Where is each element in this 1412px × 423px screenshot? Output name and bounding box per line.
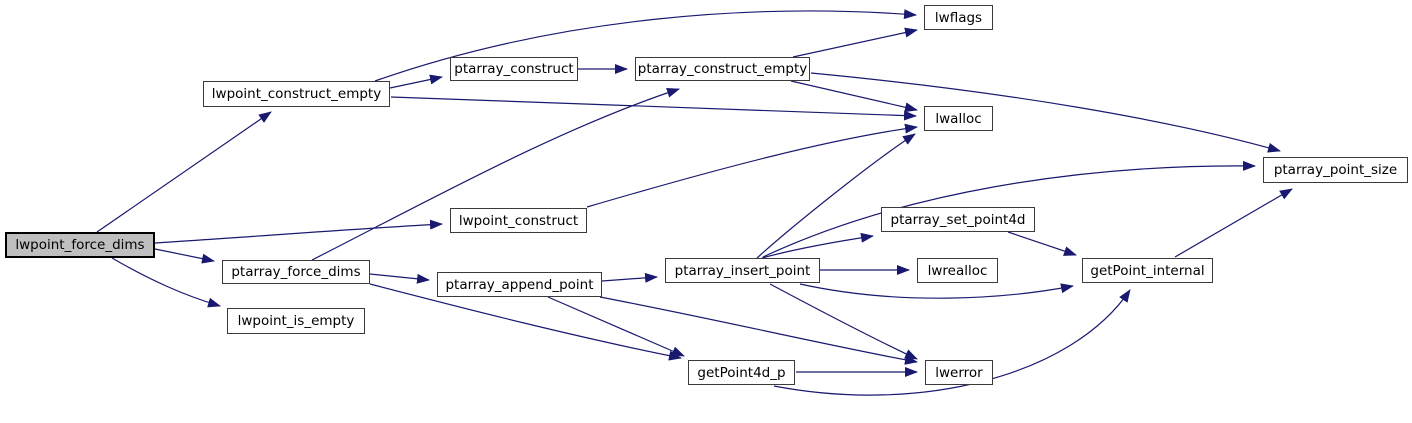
edge-lwpoint_force_dims-to-lwpoint_construct: [154, 219, 443, 244]
edge-ptarray_force_dims-to-ptarray_append_point: [369, 273, 430, 284]
edge-lwpoint_force_dims-to-lwpoint_is_empty: [111, 257, 221, 308]
node-getPoint4d-p[interactable]: getPoint4d_p: [688, 360, 795, 385]
edge-lwpoint_construct_empty-to-ptarray_construct: [389, 74, 443, 89]
edge-ptarray_insert_point-to-ptarray_point_size: [762, 160, 1256, 258]
edge-ptarray_set_point4d-to-getPoint_internal: [1007, 231, 1077, 256]
node-lwpoint-force-dims: lwpoint_force_dims: [5, 232, 155, 258]
edge-ptarray_insert_point-to-lwalloc: [756, 133, 916, 259]
node-lwpoint-is-empty[interactable]: lwpoint_is_empty: [227, 308, 365, 334]
node-ptarray-construct[interactable]: ptarray_construct: [450, 57, 578, 81]
edge-ptarray_append_point-to-lwerror: [599, 296, 918, 365]
node-ptarray-append-point[interactable]: ptarray_append_point: [437, 272, 602, 297]
edge-ptarray_append_point-to-ptarray_insert_point: [601, 272, 658, 283]
edge-lwpoint_force_dims-to-lwpoint_construct_empty: [96, 111, 272, 233]
node-lwflags[interactable]: lwflags: [924, 5, 993, 30]
node-ptarray-force-dims[interactable]: ptarray_force_dims: [222, 260, 370, 284]
edge-ptarray_force_dims-to-ptarray_construct_empty: [311, 87, 680, 261]
node-lwalloc[interactable]: lwalloc: [924, 106, 993, 131]
node-lwpoint-construct[interactable]: lwpoint_construct: [450, 208, 587, 233]
edge-ptarray_construct_empty-to-ptarray_point_size: [810, 72, 1281, 153]
edge-lwpoint_construct_empty-to-lwflags: [374, 9, 917, 82]
edge-ptarray_insert_point-to-getPoint_internal: [799, 283, 1074, 299]
edge-getPoint_internal-to-ptarray_point_size: [1174, 188, 1293, 258]
node-lwrealloc[interactable]: lwrealloc: [917, 258, 998, 283]
node-getPoint-internal[interactable]: getPoint_internal: [1082, 258, 1213, 283]
edge-ptarray_insert_point-to-lwerror: [769, 283, 918, 360]
edge-ptarray_construct_empty-to-lwalloc: [790, 80, 918, 113]
node-ptarray-set-point4d[interactable]: ptarray_set_point4d: [881, 207, 1035, 232]
edge-lwpoint_force_dims-to-ptarray_force_dims: [154, 248, 215, 264]
edge-lwpoint_construct_empty-to-lwalloc: [390, 96, 917, 121]
edge-ptarray_force_dims-to-getPoint4d_p: [369, 283, 682, 361]
edge-lwpoint_construct-to-lwalloc: [586, 123, 918, 208]
edge-ptarray_insert_point-to-ptarray_set_point4d: [761, 232, 874, 259]
node-ptarray-point-size[interactable]: ptarray_point_size: [1263, 157, 1408, 183]
node-lwpoint-construct-empty[interactable]: lwpoint_construct_empty: [203, 81, 390, 107]
node-ptarray-construct-empty[interactable]: ptarray_construct_empty: [635, 57, 810, 81]
edge-ptarray_append_point-to-getPoint4d_p: [547, 296, 685, 357]
node-lwerror[interactable]: lwerror: [925, 360, 993, 385]
node-ptarray-insert-point[interactable]: ptarray_insert_point: [665, 258, 820, 283]
edge-ptarray_construct_empty-to-lwflags: [792, 27, 918, 58]
